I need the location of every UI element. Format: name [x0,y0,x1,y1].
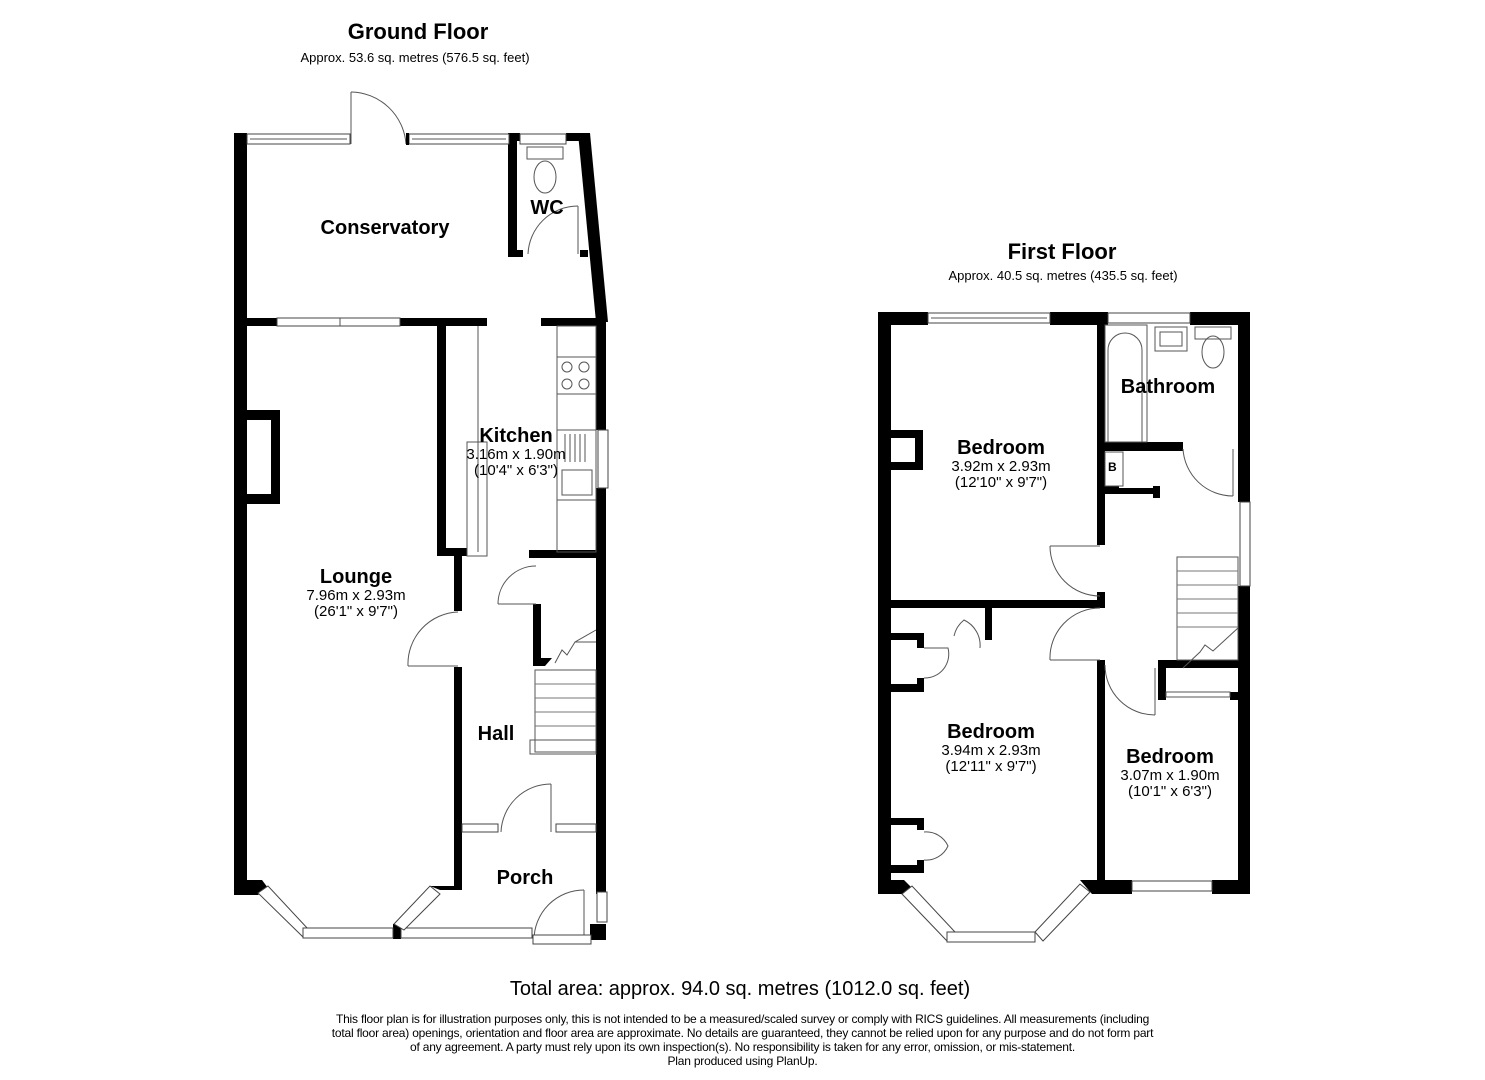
room-lounge: Lounge 7.96m x 2.93m (26'1" x 9'7") [286,567,426,620]
disclaimer-line-2: total floor area) openings, orientation … [331,1026,1154,1040]
first-floor-walls [878,312,1250,894]
room-hall: Hall [466,724,526,745]
room-name: Porch [496,867,554,889]
room-dimensions-imperial: (12'10" x 9'7") [954,473,1048,491]
room-dimensions-metric: 3.16m x 1.90m [466,446,566,463]
room-name: Lounge [319,566,393,588]
room-dimensions-metric: 3.92m x 2.93m [951,458,1051,475]
room-dimensions-imperial: (10'1" x 6'3") [1128,782,1212,800]
ground-floor-walls [234,133,608,940]
room-dimensions-imperial: (12'11" x 9'7") [945,757,1037,775]
room-dimensions-metric: 7.96m x 2.93m [306,587,406,604]
first-floor-doors-fixtures [923,324,1239,861]
room-name: Bedroom [947,721,1035,743]
room-name: Kitchen [479,425,553,447]
total-area: Total area: approx. 94.0 sq. metres (101… [509,978,971,1000]
room-dimensions-metric: 3.94m x 2.93m [941,742,1041,759]
first-floor-area: Approx. 40.5 sq. metres (435.5 sq. feet) [948,268,1178,283]
room-name: WC [530,197,564,219]
plan-credit: Plan produced using PlanUp. [667,1054,818,1068]
room-kitchen: Kitchen 3.16m x 1.90m (10'4" x 6'3") [446,426,586,479]
room-bedroom-3: Bedroom 3.07m x 1.90m (10'1" x 6'3") [1106,747,1234,800]
disclaimer-line-1: This floor plan is for illustration purp… [335,1012,1150,1026]
first-floor-title: First Floor [1007,239,1117,264]
first-floor-windows [901,312,1251,943]
room-bathroom: Bathroom [1108,377,1228,398]
room-porch: Porch [485,868,565,889]
ground-floor-title: Ground Floor [347,19,489,44]
room-name: Conservatory [320,217,450,239]
ground-floor-windows [246,133,609,939]
room-bedroom-2: Bedroom 3.94m x 2.93m (12'11" x 9'7") [916,722,1066,775]
room-dimensions-metric: 3.07m x 1.90m [1120,767,1220,784]
room-name: Bathroom [1120,376,1216,398]
boiler-label: B [1108,460,1117,474]
ground-floor-doors-fixtures [350,91,597,945]
room-conservatory: Conservatory [300,218,470,239]
room-name: Bedroom [1126,746,1214,768]
ground-floor-area: Approx. 53.6 sq. metres (576.5 sq. feet) [300,50,530,65]
room-bedroom-1: Bedroom 3.92m x 2.93m (12'10" x 9'7") [926,438,1076,491]
room-wc: WC [522,198,572,219]
room-name: Bedroom [957,437,1045,459]
room-name: Hall [477,723,515,745]
room-dimensions-imperial: (10'4" x 6'3") [474,461,558,479]
disclaimer-line-3: of any agreement. A party must rely upon… [409,1040,1076,1054]
room-dimensions-imperial: (26'1" x 9'7") [314,602,398,620]
disclaimer: This floor plan is for illustration purp… [245,1012,1240,1068]
